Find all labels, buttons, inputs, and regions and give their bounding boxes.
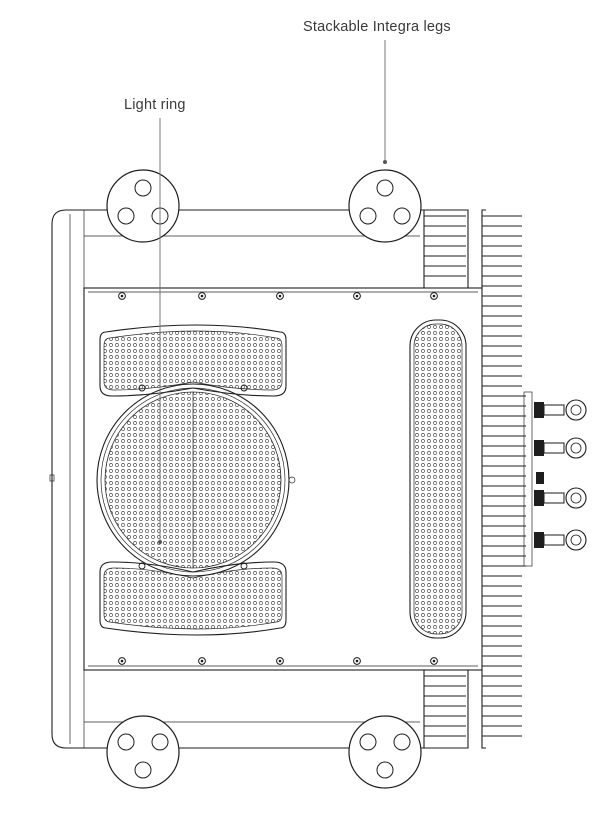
terminal-nut-inner [570,442,582,454]
screw [118,292,126,300]
leg-hole [117,733,135,751]
legs-callout-label: Stackable Integra legs [303,19,451,35]
screw [430,657,438,665]
screw-center [355,294,359,298]
callout-lines [158,40,387,544]
terminal-nut-inner [570,534,582,546]
leg-foot [348,169,422,243]
lower-vent-grille [99,561,287,636]
screw [118,657,126,665]
side-vent-grille [409,319,467,639]
terminal-clamp [534,440,544,456]
upper-vent-grille [99,324,287,397]
leg-hole [393,207,411,225]
screw [198,292,206,300]
terminal-post [543,534,565,546]
screw-center [278,659,282,663]
leg-foot [348,715,422,789]
leg-foot [106,169,180,243]
heatsink [424,209,526,749]
screw [276,657,284,665]
leg-hole [359,207,377,225]
leg-hole [359,733,377,751]
leg-hole [117,207,135,225]
rear-panel [523,391,533,567]
panel-screws [118,292,438,665]
leg-foot [106,715,180,789]
terminal-post [543,442,565,454]
terminal-clamp [534,532,544,548]
screw-center [200,659,204,663]
stackable-legs [106,169,422,789]
terminal-nut [565,399,587,421]
screw-center [278,294,282,298]
screw [276,292,284,300]
leg-hole [393,733,411,751]
screw-center [432,659,436,663]
leg-hole [151,733,169,751]
screw-center [120,294,124,298]
speaker-terminals [534,399,587,551]
terminal-post [543,492,565,504]
terminal-nut [565,437,587,459]
screw [353,657,361,665]
terminal-nut [565,529,587,551]
leg-hole [134,761,152,779]
screw [198,657,206,665]
terminal-clamp [534,402,544,418]
light-ring-callout-label: Light ring [124,97,186,113]
terminal-nut-inner [570,404,582,416]
ground-post [536,472,544,484]
terminal-post [543,404,565,416]
screw [353,292,361,300]
screw-center [355,659,359,663]
terminal-nut-inner [570,492,582,504]
leg-hole [134,179,152,197]
screw-center [120,659,124,663]
leg-hole [376,761,394,779]
screw-center [200,294,204,298]
front-panel [49,209,85,749]
leg-hole [376,179,394,197]
terminal-nut [565,487,587,509]
light-ring-grille [96,383,296,577]
terminal-clamp [534,490,544,506]
top-panel [83,287,483,671]
screw [430,292,438,300]
screw-center [432,294,436,298]
